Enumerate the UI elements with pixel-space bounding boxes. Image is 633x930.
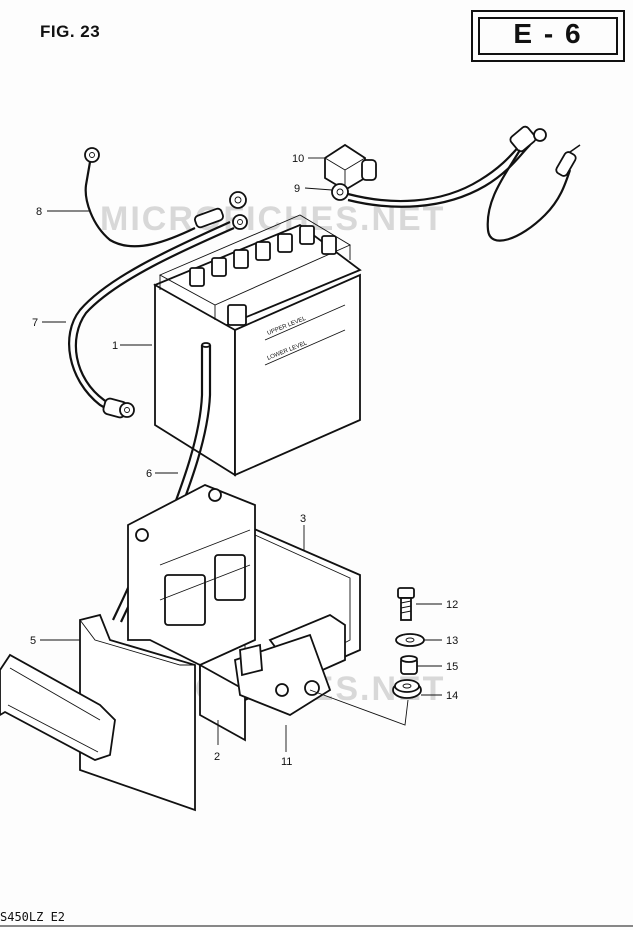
part-number-8: 8: [36, 206, 42, 218]
model-code: S450LZ E2: [0, 910, 66, 924]
part-1-battery: UPPER LEVEL LOWER LEVEL: [153, 214, 362, 477]
part-2-bracket: [127, 484, 256, 742]
part-11-mounting-plate: [234, 633, 332, 717]
part-number-5: 5: [30, 635, 36, 647]
part-number-15: 15: [446, 661, 458, 673]
part-15-collar: [400, 655, 418, 675]
part-number-11: 11: [281, 756, 292, 768]
part-number-13: 13: [446, 635, 458, 647]
part-12-bolt: [397, 587, 415, 621]
part-number-9: 9: [294, 183, 300, 195]
part-13-washer: [395, 633, 425, 647]
section-code-box: E - 6: [471, 10, 625, 62]
part-5-cover-and-strap: [0, 613, 196, 812]
part-14-grommet: [392, 679, 422, 699]
part-number-1: 1: [112, 340, 118, 352]
part-10-terminal-cover: [324, 143, 377, 192]
part-number-6: 6: [146, 468, 152, 480]
part-number-10: 10: [292, 153, 304, 165]
part-8-cable: [84, 147, 247, 248]
figure-title: FIG. 23: [40, 22, 101, 41]
assembly-leader: [309, 689, 409, 726]
part-number-7: 7: [32, 317, 38, 329]
part-number-14: 14: [446, 690, 458, 702]
part-number-2: 2: [214, 751, 220, 763]
part-9-cable: [331, 125, 581, 242]
part-number-3: 3: [300, 513, 306, 525]
part-number-12: 12: [446, 599, 458, 611]
leader-lines: [40, 157, 442, 752]
section-code: E - 6: [513, 18, 583, 49]
part-7-cable: [67, 214, 248, 419]
